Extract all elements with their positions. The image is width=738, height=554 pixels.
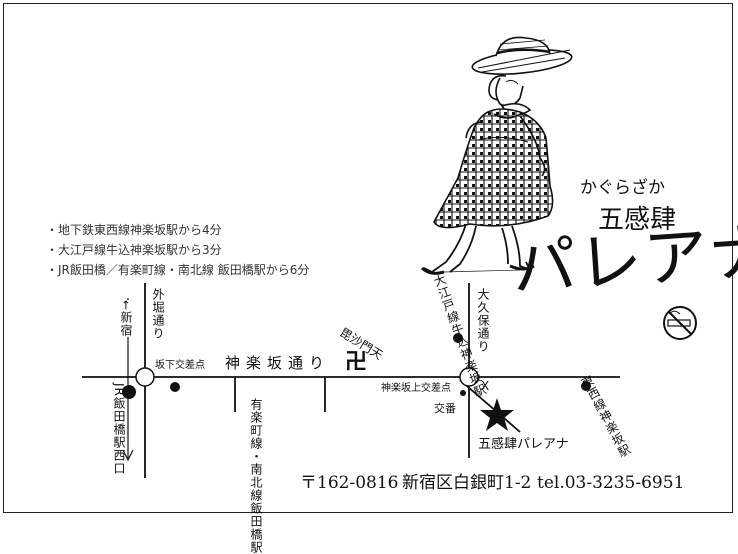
station-dot-icon — [170, 382, 180, 392]
kagurazakaue-label: 神楽坂上交差点 — [381, 383, 451, 394]
access-item: ・地下鉄東西線神楽坂駅から4分 — [46, 223, 222, 237]
sotobori-label: 外堀通り — [151, 288, 165, 340]
access-item: ・JR飯田橋／有楽町線・南北線 飯田橋駅から6分 — [46, 263, 310, 277]
yurakucho-station-label: 有楽町線・南北線飯田橋駅 — [249, 398, 263, 554]
intersection-circle-icon — [135, 367, 155, 387]
woman-illustration — [420, 36, 573, 275]
okubo-label: 大久保通り — [476, 288, 490, 353]
postal-code: 〒162-0816 — [300, 473, 399, 493]
brand-reading: かぐらざか — [580, 178, 665, 198]
station-dot-icon — [122, 385, 136, 399]
card-border — [3, 3, 733, 513]
brand-name: パレアナ — [509, 214, 738, 307]
access-item: ・大江戸線牛込神楽坂駅から3分 — [46, 243, 222, 257]
telephone: tel.03-3235-6951 — [537, 473, 685, 493]
shinjuku-direction-label: ←新宿 — [119, 300, 133, 338]
brand-kanji: 五感肆 — [598, 205, 677, 235]
intersection-circle-icon — [459, 367, 479, 387]
jr-station-label: JR飯田橋駅西口 — [112, 383, 126, 475]
station-dot-icon — [581, 381, 591, 391]
koban-symbol: X — [481, 379, 490, 393]
shop-label: 五感肆パレアナ — [478, 437, 569, 452]
temple-icon: 卍 — [345, 350, 368, 375]
no-smoking-icon — [663, 306, 697, 340]
map-drawing — [82, 36, 697, 478]
sakashita-label: 坂下交差点 — [155, 360, 205, 371]
street-address: 新宿区白銀町1-2 — [402, 473, 532, 493]
shop-star-icon — [480, 398, 514, 431]
koban-label: 交番 — [434, 402, 456, 415]
koban-dot-icon — [460, 390, 466, 396]
main-road-label: 神楽坂通り — [225, 354, 331, 372]
station-dot-icon — [453, 333, 463, 343]
access-list: ・地下鉄東西線神楽坂駅から4分 ・大江戸線牛込神楽坂駅から3分 ・JR飯田橋／有… — [46, 220, 309, 280]
